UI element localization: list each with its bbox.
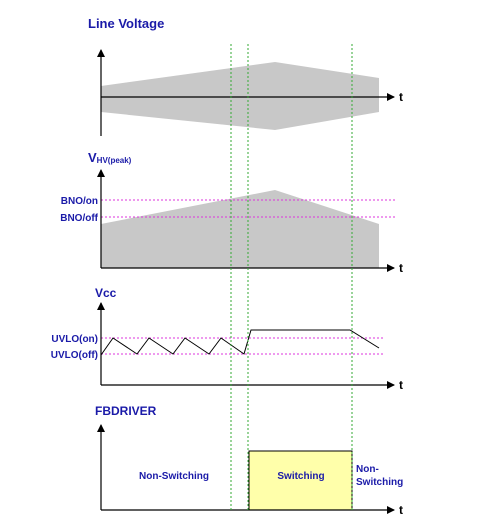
line-voltage-t-label: t bbox=[399, 90, 403, 104]
vcc-waveform bbox=[100, 329, 380, 356]
vhv-title: VHV(peak) bbox=[88, 150, 132, 165]
vhv-title-main: V bbox=[88, 150, 97, 165]
vcc-title: Vcc bbox=[95, 286, 117, 300]
line-voltage-envelope bbox=[101, 62, 379, 130]
line-voltage-title: Line Voltage bbox=[88, 16, 164, 31]
fbdriver-panel: FBDRIVER Non-Switching Switching Non- Sw… bbox=[95, 404, 403, 516]
vcc-panel: Vcc UVLO(on) UVLO(off) t bbox=[51, 286, 403, 392]
fbdriver-title: FBDRIVER bbox=[95, 404, 157, 418]
uvlo-off-label: UVLO(off) bbox=[51, 350, 98, 361]
uvlo-on-label: UVLO(on) bbox=[51, 334, 98, 345]
vcc-t-label: t bbox=[399, 378, 403, 392]
non-switching-right-label-1: Non- bbox=[356, 464, 379, 475]
bno-off-label: BNO/off bbox=[60, 213, 98, 224]
vhv-envelope bbox=[101, 190, 379, 268]
switching-label: Switching bbox=[277, 471, 324, 482]
line-voltage-panel: Line Voltage t bbox=[88, 16, 403, 136]
non-switching-left-label: Non-Switching bbox=[139, 471, 209, 482]
vhv-t-label: t bbox=[399, 261, 403, 275]
fbdriver-t-label: t bbox=[399, 503, 403, 516]
event-markers bbox=[230, 44, 353, 512]
switching-region bbox=[248, 450, 353, 511]
vhv-title-sub: HV(peak) bbox=[97, 156, 132, 165]
non-switching-right-label-2: Switching bbox=[356, 477, 403, 488]
vhv-panel: VHV(peak) BNO/on BNO/off t bbox=[60, 150, 403, 275]
bno-on-label: BNO/on bbox=[61, 196, 98, 207]
